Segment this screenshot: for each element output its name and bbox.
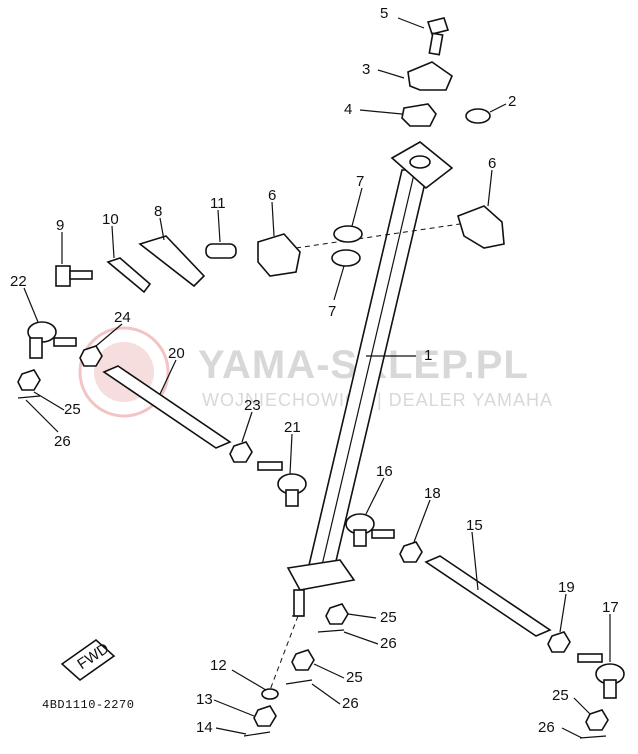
nut-part: [229, 441, 253, 463]
callout-12: 12: [210, 657, 227, 674]
callout-6: 6: [268, 187, 276, 204]
bushing-part: [457, 205, 505, 249]
cotter-pin: [243, 731, 271, 737]
seal-part: [331, 249, 361, 267]
cotter-pin: [317, 629, 345, 633]
callout-18: 18: [424, 485, 441, 502]
callout-21: 21: [284, 419, 301, 436]
dashed-guide: [295, 223, 461, 249]
callout-25: 25: [346, 669, 363, 686]
callout-23: 23: [244, 397, 261, 414]
arm-part: [138, 235, 206, 288]
callout-17: 17: [602, 599, 619, 616]
dashed-guide: [269, 615, 299, 691]
tie-rod: [424, 555, 552, 637]
tie-rod-end: [345, 513, 395, 547]
cap-part: [465, 108, 491, 124]
cotter-pin: [579, 735, 607, 739]
collar-part: [205, 243, 237, 259]
callout-24: 24: [114, 309, 131, 326]
nut-part: [325, 603, 349, 625]
washer-part: [261, 688, 279, 700]
callout-26: 26: [342, 695, 359, 712]
callout-26: 26: [54, 433, 71, 450]
callout-7: 7: [328, 303, 336, 320]
nut-part: [79, 345, 103, 367]
callout-5: 5: [380, 5, 388, 22]
nut-part: [253, 705, 277, 727]
callout-13: 13: [196, 691, 213, 708]
callout-22: 22: [10, 273, 27, 290]
callout-6: 6: [488, 155, 496, 172]
callout-16: 16: [376, 463, 393, 480]
callout-19: 19: [558, 579, 575, 596]
callout-25: 25: [552, 687, 569, 704]
callout-11: 11: [210, 195, 226, 212]
callout-26: 26: [538, 719, 555, 736]
callout-8: 8: [154, 203, 162, 220]
nut-part: [547, 631, 571, 653]
callout-15: 15: [466, 517, 483, 534]
callout-4: 4: [344, 101, 352, 118]
cotter-pin: [17, 395, 41, 399]
forward-arrow: FWD: [60, 638, 116, 682]
bolt-part: [426, 17, 450, 56]
watermark-logo: [78, 326, 170, 418]
watermark-subtitle: WOJNIECHOWICZ | DEALER YAMAHA: [202, 390, 553, 410]
nut-part: [399, 541, 423, 563]
seal-part: [333, 225, 363, 243]
callout-9: 9: [56, 217, 64, 234]
holder-part: [401, 103, 437, 127]
tie-rod: [102, 365, 232, 449]
forward-arrow-icon: [60, 638, 116, 682]
nut-part: [291, 649, 315, 671]
callout-7: 7: [356, 173, 364, 190]
callout-2: 2: [508, 93, 516, 110]
tie-rod-end: [577, 653, 625, 699]
leader-lines: [23, 17, 611, 739]
holder-part: [407, 61, 453, 91]
bushing-part: [257, 233, 301, 277]
nut-part: [585, 709, 609, 731]
callout-3: 3: [362, 61, 370, 78]
callout-20: 20: [168, 345, 185, 362]
cotter-pin: [285, 679, 313, 685]
callout-14: 14: [196, 719, 213, 736]
callout-25: 25: [64, 401, 81, 418]
nut-part: [17, 369, 41, 391]
callout-1: 1: [424, 347, 432, 364]
callout-25: 25: [380, 609, 397, 626]
callout-26: 26: [380, 635, 397, 652]
diagram-code: 4BD1110-2270: [42, 698, 134, 712]
plate-part: [106, 257, 152, 294]
callout-10: 10: [102, 211, 119, 228]
tie-rod-end: [257, 461, 307, 507]
tie-rod-end: [27, 321, 77, 359]
callouts: 5 3 4 2 6 6 7 7 9 10 8 11 22 24 20 1 25 …: [10, 5, 619, 736]
bolt-part: [55, 265, 93, 287]
steering-column: [286, 141, 454, 617]
